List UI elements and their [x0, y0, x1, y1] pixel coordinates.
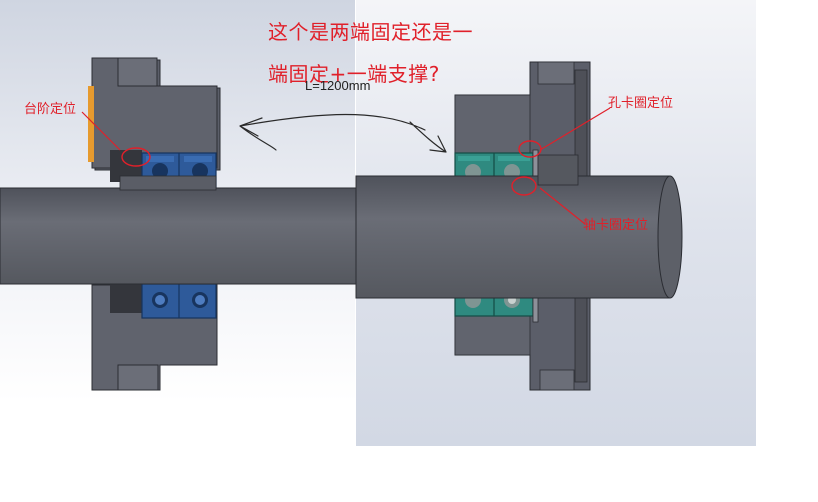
- left-bottom-bearing-pair: [141, 283, 217, 319]
- question-line-2: 端固定+一端支撑?: [268, 62, 440, 86]
- length-label: L=1200mm: [305, 78, 371, 93]
- hole-circlip-label: 孔卡圈定位: [608, 96, 674, 111]
- right-shaft: [355, 154, 683, 299]
- shaft-circlip-leader: [539, 187, 586, 225]
- hole-circlip-leader: [539, 107, 611, 151]
- shaft-circlip-mark: [511, 176, 537, 196]
- left-shaft-step: [119, 175, 217, 191]
- step-locating-leader: [81, 111, 121, 151]
- left-shaft: [0, 187, 357, 285]
- step-locating-label: 台阶定位: [24, 102, 77, 117]
- shaft-circlip-label: 轴卡圈定位: [583, 218, 649, 233]
- spacer-orange-strip: [88, 86, 94, 162]
- double-arrow-stroke: [239, 113, 447, 153]
- step-locating-mark: [121, 147, 151, 167]
- left-housing: [91, 57, 221, 391]
- question-line-1: 这个是两端固定还是一: [268, 20, 473, 44]
